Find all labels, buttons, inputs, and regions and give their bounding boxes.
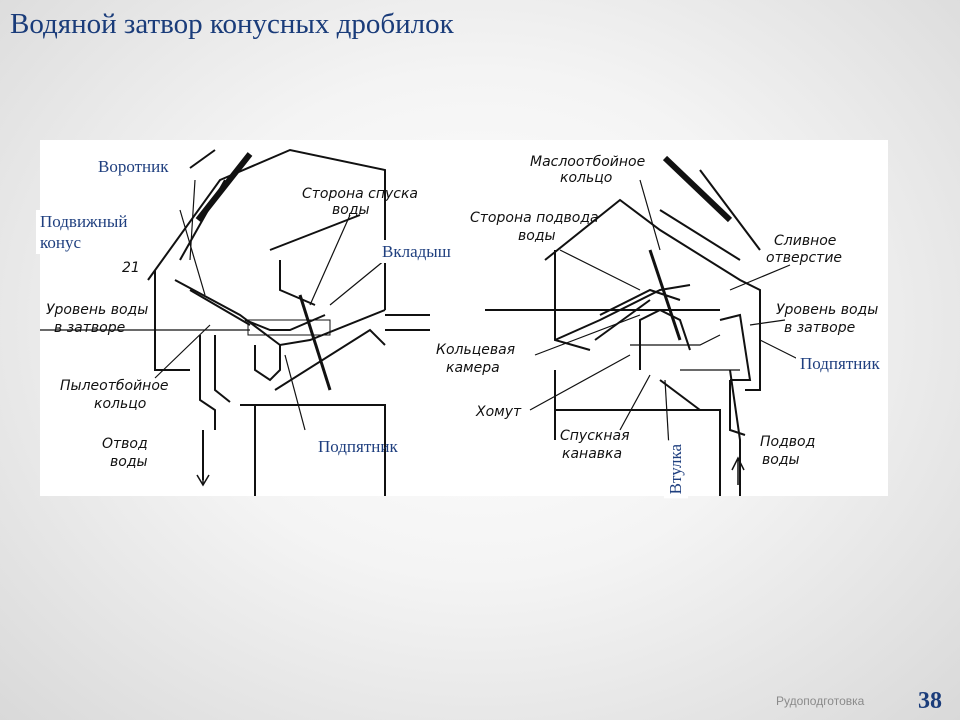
right-label-slivnoe: Сливное отверстие — [766, 233, 842, 266]
callout-podvizhny-konus-line2: конус — [40, 233, 82, 252]
callout-vkladysh: Вкладыш — [378, 240, 455, 263]
diagram-panel: Сторона спуска воды 21 Уровень воды в за… — [40, 140, 888, 496]
callout-podvizhny-konus: Подвижный конус — [36, 210, 132, 254]
callout-podpyatnik-right: Подпятник — [796, 352, 884, 375]
right-label-spusknaya: Спускная канавка — [560, 428, 634, 462]
callout-vtulka: Втулка — [664, 440, 688, 499]
callout-podpyatnik-left: Подпятник — [318, 437, 398, 456]
footer-label: Рудоподготовка — [776, 694, 865, 708]
right-label-masloot: Маслоотбойное кольцо — [530, 154, 650, 186]
left-label-number: 21 — [122, 260, 140, 276]
right-label-uroven: Уровень воды в затворе — [776, 302, 883, 336]
left-label-pyleotboy: Пылеотбойное кольцо — [60, 378, 173, 412]
water-seal-drawing: Сторона спуска воды 21 Уровень воды в за… — [40, 148, 883, 496]
right-label-storona-podvoda: Сторона подвода воды — [470, 210, 603, 244]
page-number: 38 — [918, 688, 942, 714]
left-label-storona-spuska: Сторона спуска воды — [302, 186, 422, 218]
left-crusher-drawing — [40, 148, 430, 496]
right-label-homut: Хомут — [475, 404, 522, 420]
slide-title: Водяной затвор конусных дробилок — [10, 8, 454, 40]
right-crusher-drawing — [485, 155, 801, 496]
callout-podvizhny-konus-line1: Подвижный — [40, 212, 128, 231]
callout-vorotnik: Воротник — [98, 157, 169, 176]
right-label-podvod: Подвод воды — [760, 434, 820, 468]
left-label-otvod: Отвод воды — [102, 436, 152, 470]
right-label-kolcevaya: Кольцевая камера — [436, 342, 520, 376]
left-label-uroven: Уровень воды в затворе — [46, 302, 153, 336]
